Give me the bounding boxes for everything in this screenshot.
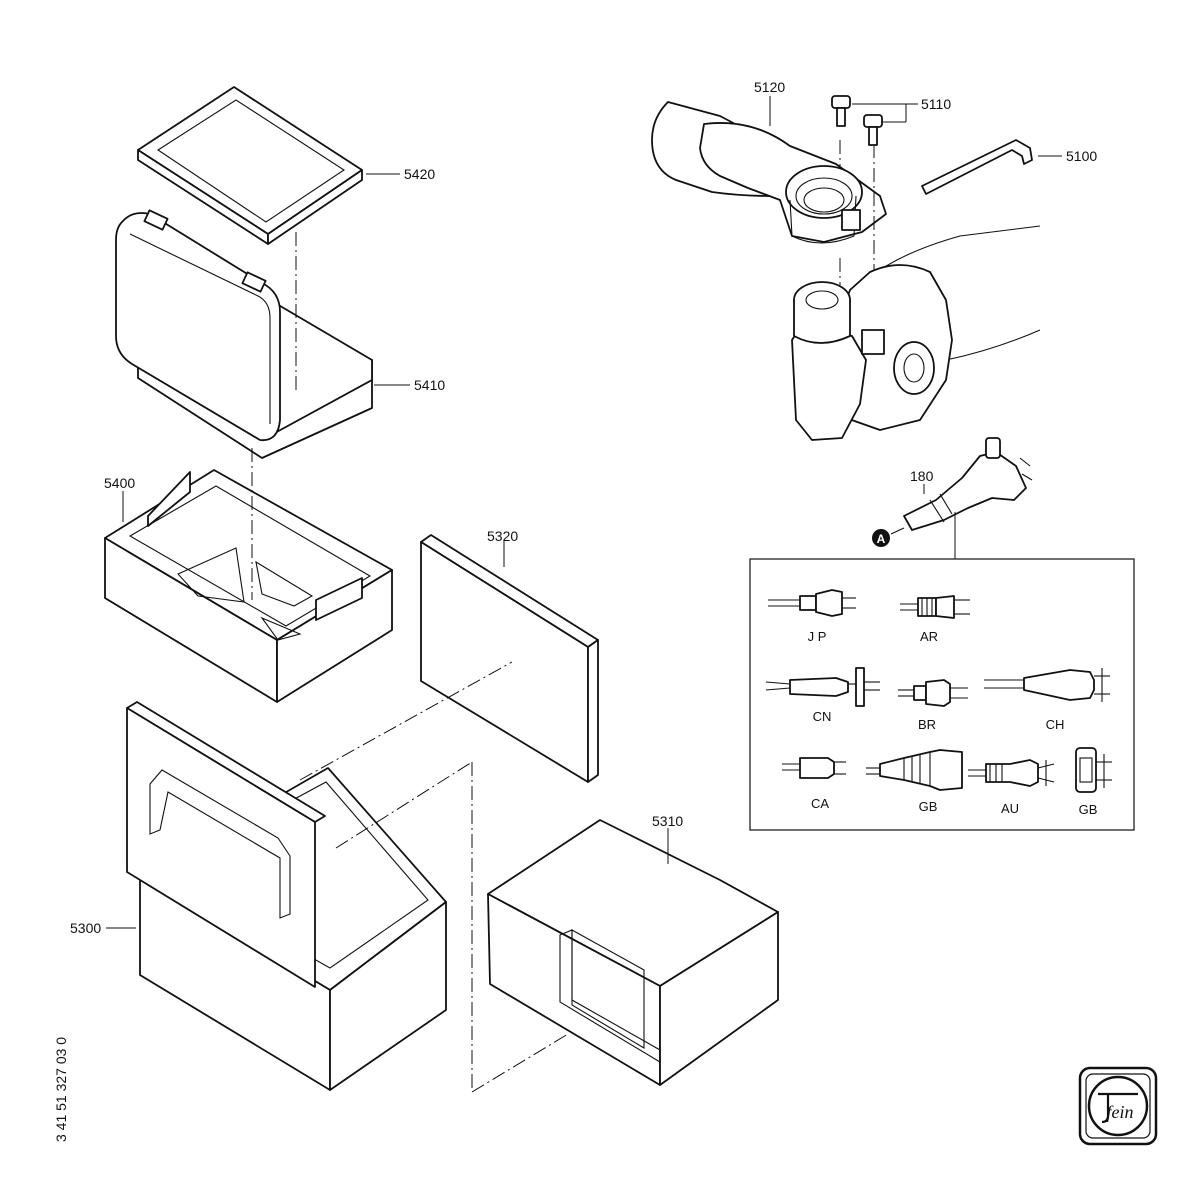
label-5110: 5110 [921, 96, 951, 112]
plug-label-br: BR [918, 717, 936, 732]
label-5100: 5100 [1066, 148, 1097, 164]
part-5320-panel [420, 534, 599, 783]
tool-angle-grinder [791, 225, 1041, 441]
label-5320: 5320 [487, 528, 518, 544]
plug-label-gb-square: GB [1079, 802, 1098, 817]
plug-label-cn: CN [813, 709, 832, 724]
plug-label-gb: GB [919, 799, 938, 814]
plug-ch-icon [984, 668, 1110, 702]
label-5300: 5300 [70, 920, 101, 936]
plug-br-icon [898, 679, 968, 707]
marker-a-label: A [877, 532, 886, 546]
document-number: 3 41 51 327 03 0 [53, 1037, 69, 1142]
plug-label-jp: J P [808, 629, 827, 644]
part-5410-case [115, 209, 373, 459]
part-5300-box [126, 701, 447, 1091]
marker-a: A [872, 527, 905, 547]
plug-gb-icon [866, 749, 963, 791]
plug-cn-icon [765, 667, 880, 707]
part-callouts: 5420 5410 5400 5320 5310 5300 5120 5110 … [70, 79, 1097, 936]
plug-gb-square-icon [1075, 747, 1112, 793]
label-5420: 5420 [404, 166, 435, 182]
part-180-cable [903, 437, 1033, 531]
plug-label-au: AU [1001, 801, 1019, 816]
part-5100-hex-key [921, 139, 1033, 195]
label-5120: 5120 [754, 79, 785, 95]
fein-logo: fein [1078, 1066, 1158, 1146]
plug-jp-icon [768, 589, 856, 617]
plug-label-ca: CA [811, 796, 829, 811]
plug-ar-icon [900, 595, 970, 619]
plug-label-ar: AR [920, 629, 938, 644]
label-180: 180 [910, 468, 934, 484]
part-5420-tray [137, 86, 363, 245]
plug-variants-panel: J P AR CN BR CH CA GB AU GB [749, 512, 1135, 831]
part-5120-guard [651, 101, 887, 326]
plug-ca-icon [782, 757, 846, 779]
part-5400-insert [104, 448, 393, 703]
fein-logo-text: fein [1107, 1102, 1134, 1122]
plug-au-icon [968, 759, 1055, 787]
label-5400: 5400 [104, 475, 135, 491]
plug-label-ch: CH [1046, 717, 1065, 732]
part-5310-foam [487, 819, 779, 1086]
part-5110-screws [831, 95, 883, 146]
label-5410: 5410 [414, 377, 445, 393]
label-5310: 5310 [652, 813, 683, 829]
